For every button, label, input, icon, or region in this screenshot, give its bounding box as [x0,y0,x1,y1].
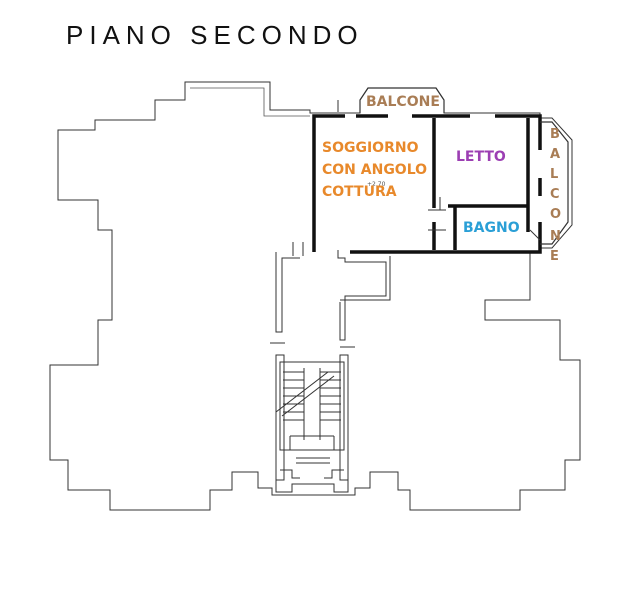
building-outline [49,81,581,511]
balcony-right [540,121,569,245]
balcone-right-letter: E [550,249,559,264]
elevation-mark: +2.70 [367,181,386,188]
label-soggiorno-3: COTTURA [322,184,397,200]
apartment-walls [312,114,542,254]
label-soggiorno-1: SOGGIORNO [322,140,419,156]
balcone-right-letter: B [550,127,560,142]
entrance [275,457,349,493]
balcone-right-letter: A [550,147,560,162]
balcony-top [359,87,445,113]
balcone-right-letter: N [550,229,561,244]
label-letto: LETTO [456,149,506,165]
balcone-right-letter: O [550,207,561,222]
balcone-right-letter: C [550,187,560,202]
label-bagno: BAGNO [463,220,520,236]
corridor [270,242,391,348]
windows [345,114,542,222]
label-balcone-top: BALCONE [366,94,440,110]
balcone-right-letter: L [550,167,558,182]
label-soggiorno-2: CON ANGOLO [322,162,427,178]
label-balcone-right: B A L C O N E [550,127,561,264]
plan-title: PIANO SECONDO [66,20,364,50]
building-inner-outline [190,87,310,117]
stairwell [275,354,349,481]
door-marks [337,100,541,241]
